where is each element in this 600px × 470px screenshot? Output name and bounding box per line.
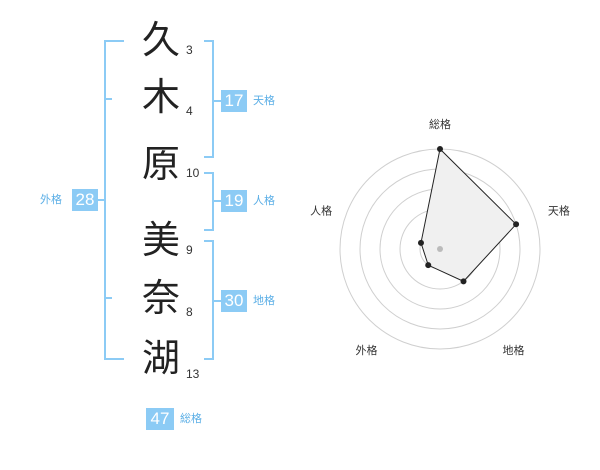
name-char-4: 美 [141,218,180,262]
soukaku-badge: 47 [146,408,174,430]
radar-area [420,147,517,282]
jinkaku-badge: 19 [221,190,247,212]
tenkaku-label: 天格 [253,94,275,107]
tenkaku-badge: 17 [221,90,247,112]
soukaku-label: 総格 [180,412,202,425]
gaikaku-badge: 28 [72,189,98,211]
jinkaku-label: 人格 [253,194,275,207]
name-char-1: 久 [141,18,180,62]
stroke-count-6: 13 [186,367,200,381]
stroke-count-1: 3 [186,43,193,57]
stroke-count-3: 10 [186,166,200,180]
radar-axis-label: 地格 [502,343,524,357]
stroke-count-4: 9 [186,243,193,257]
radar-axis-label: 人格 [310,203,332,217]
radar-point-4 [425,262,432,269]
gaikaku-label: 外格 [40,193,62,206]
name-char-6: 湖 [141,336,180,380]
name-char-5: 奈 [141,276,180,320]
radar-point-1 [437,146,443,152]
radar-axis-label: 総格 [429,117,451,131]
radar-center-dot [437,246,443,252]
chikaku-badge: 30 [221,290,247,312]
chikaku-label: 地格 [253,294,275,307]
radar-point-2 [513,221,520,228]
stroke-count-5: 8 [186,305,193,319]
radar-axis-label: 天格 [548,203,570,217]
stroke-count-2: 4 [186,104,193,118]
radar-axis-label: 外格 [356,343,378,357]
name-char-2: 木 [141,75,180,119]
name-char-3: 原 [141,142,180,186]
radar-point-3 [460,278,467,285]
radar-point-5 [417,239,424,246]
